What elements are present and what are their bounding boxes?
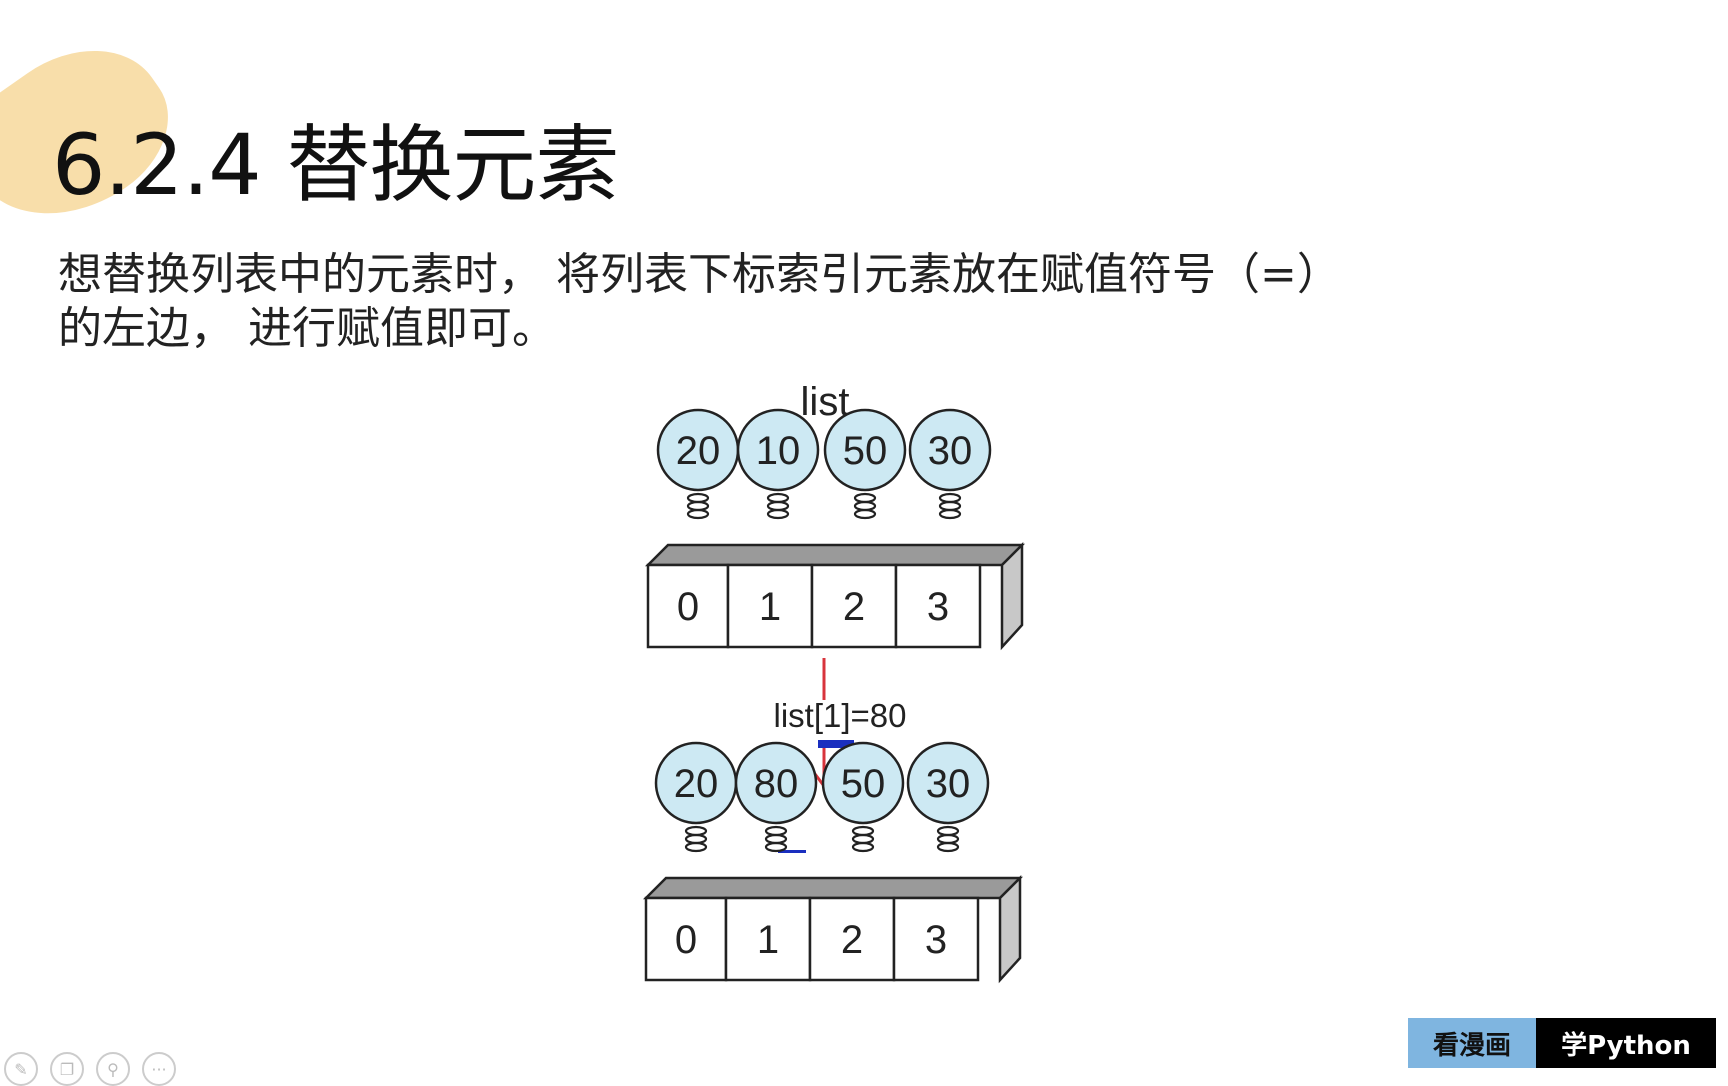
index-label: 3 — [925, 918, 947, 962]
list-before: 20 10 50 30 0 1 2 3 — [644, 408, 1026, 651]
balloon — [821, 741, 905, 825]
index-label: 0 — [675, 918, 697, 962]
list-element-0: 20 — [656, 408, 740, 520]
list-element-1: 80 — [734, 741, 818, 853]
index-label: 2 — [843, 585, 865, 629]
element-value: 80 — [754, 762, 799, 806]
element-value: 10 — [756, 429, 801, 473]
index-label: 0 — [677, 585, 699, 629]
box-side-face — [1000, 541, 1024, 651]
pen-icon[interactable]: ✎ — [4, 1052, 38, 1086]
brand-badge: 看漫画 学Python — [1408, 1018, 1716, 1068]
description-line-2: 的左边， 进行赋值即可。 — [58, 303, 556, 354]
list-element-3: 30 — [908, 408, 992, 520]
list-element-2: 50 — [821, 741, 905, 853]
index-label: 3 — [927, 585, 949, 629]
element-value: 20 — [674, 762, 719, 806]
box-side-face — [998, 874, 1022, 984]
zoom-icon[interactable]: ⚲ — [96, 1052, 130, 1086]
list-element-2: 50 — [823, 408, 907, 520]
index-cell-2: 2 — [810, 563, 898, 649]
index-label: 1 — [759, 585, 781, 629]
box-top-face — [642, 876, 1024, 900]
index-cell-0: 0 — [646, 563, 730, 649]
balloon — [906, 741, 990, 825]
more-icon[interactable]: ··· — [142, 1052, 176, 1086]
index-cell-1: 1 — [724, 896, 812, 982]
index-label: 2 — [841, 918, 863, 962]
list-element-0: 20 — [654, 741, 738, 853]
index-cell-1: 1 — [726, 563, 814, 649]
annotation-highlight — [778, 740, 854, 853]
list-element-1: 10 — [736, 408, 820, 520]
slide-description: 想替换列表中的元素时， 将列表下标索引元素放在赋值符号（=） 的左边， 进行赋值… — [58, 248, 1468, 356]
presentation-toolbar: ✎ ❐ ⚲ ··· — [4, 1052, 176, 1086]
copy-icon[interactable]: ❐ — [50, 1052, 84, 1086]
element-value: 20 — [676, 429, 721, 473]
element-value: 50 — [841, 762, 886, 806]
index-cell-0: 0 — [644, 896, 728, 982]
element-value: 30 — [926, 762, 971, 806]
index-cell-3: 3 — [894, 563, 982, 649]
box-top-face — [644, 543, 1026, 567]
index-cell-2: 2 — [808, 896, 896, 982]
balloon — [734, 741, 818, 825]
list-element-3: 30 — [906, 741, 990, 853]
balloon — [823, 408, 907, 492]
index-label: 1 — [757, 918, 779, 962]
slide-title: 6.2.4 替换元素 — [52, 116, 619, 214]
badge-left: 看漫画 — [1408, 1018, 1536, 1068]
element-value: 30 — [928, 429, 973, 473]
list-after: 20 80 50 30 0 1 2 3 — [642, 741, 1024, 984]
description-line-1: 想替换列表中的元素时， 将列表下标索引元素放在赋值符号（=） — [58, 249, 1341, 300]
balloon — [736, 408, 820, 492]
index-cell-3: 3 — [892, 896, 980, 982]
assignment-label: list[1]=80 — [773, 697, 907, 734]
badge-right: 学Python — [1536, 1018, 1716, 1068]
balloon — [908, 408, 992, 492]
element-value: 50 — [843, 429, 888, 473]
